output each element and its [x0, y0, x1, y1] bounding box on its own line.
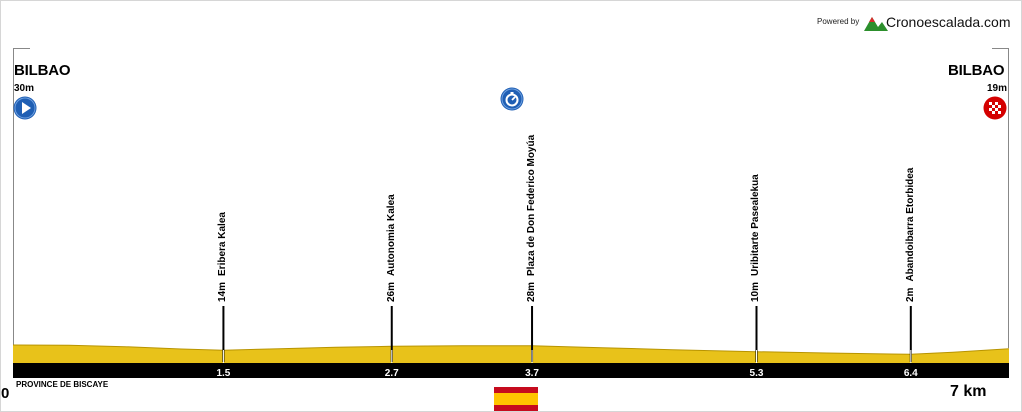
- km-tick-label: 2.7: [384, 368, 399, 379]
- waypoint-altitude: 14m: [217, 281, 229, 302]
- waypoint-altitude: 26m: [385, 281, 397, 302]
- km-band: [13, 363, 1009, 378]
- powered-by-text: Powered by: [817, 17, 860, 26]
- waypoint-altitude: 2m: [904, 287, 916, 302]
- play-arrow-icon: [13, 96, 37, 120]
- km-tick-label: 1.5: [216, 368, 231, 379]
- axis-start-label: 0: [1, 385, 10, 402]
- finish-location: BILBAO: [948, 62, 1005, 79]
- waypoint-name: Autonomia Kalea: [385, 194, 397, 276]
- waypoint-label: 28m Plaza de Don Federico Moyúa: [526, 135, 538, 302]
- waypoint-label: 14m Eribera Kalea: [217, 212, 229, 302]
- elevation-outline: [12, 344, 1010, 355]
- mountain-logo-icon: [864, 17, 888, 31]
- region-label: PROVINCE DE BISCAYE: [16, 380, 109, 389]
- start-location: BILBAO: [14, 62, 71, 79]
- km-tick-label: 6.4: [903, 368, 918, 379]
- waypoint-name: Plaza de Don Federico Moyúa: [526, 134, 538, 276]
- checkered-flag-icon: [983, 96, 1007, 120]
- waypoint-label: 2m Abandoibarra Etorbidea: [905, 168, 917, 302]
- km-tick-label: 5.3: [749, 368, 764, 379]
- spain-flag-icon: [494, 387, 538, 411]
- brand-link[interactable]: Cronoescalada.com: [886, 14, 1011, 30]
- waypoint-altitude: 10m: [750, 281, 762, 302]
- waypoint-name: Uribitarte Pasealekua: [750, 174, 762, 276]
- start-altitude: 30m: [14, 83, 35, 94]
- waypoint-altitude: 28m: [526, 281, 538, 302]
- timer-clock-icon: [500, 87, 524, 111]
- waypoint-name: Eribera Kalea: [217, 212, 229, 276]
- waypoint-label: 10m Uribitarte Pasealekua: [750, 174, 762, 302]
- waypoint-label: 26m Autonomia Kalea: [386, 194, 398, 302]
- waypoint-name: Abandoibarra Etorbidea: [904, 167, 916, 282]
- km-tick-label: 3.7: [525, 368, 539, 379]
- total-distance-label: 7 km: [950, 383, 987, 400]
- finish-altitude: 19m: [987, 83, 1008, 94]
